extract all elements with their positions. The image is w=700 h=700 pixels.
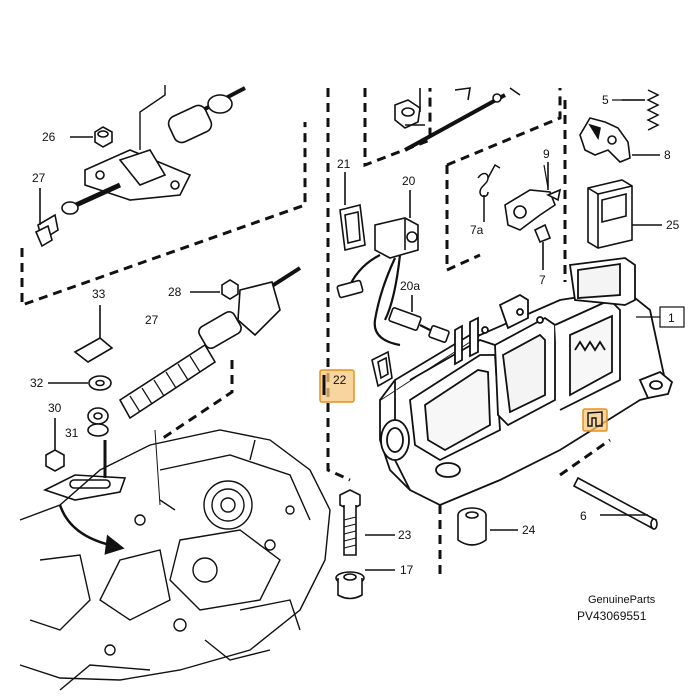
pin-6-icon xyxy=(572,476,658,530)
bushing-17-icon xyxy=(335,569,395,600)
bolt-23-icon xyxy=(339,489,395,556)
curved-arrow-icon xyxy=(58,504,125,555)
nut-28-icon xyxy=(190,279,239,300)
label-33: 33 xyxy=(92,287,106,301)
label-24: 24 xyxy=(522,523,536,537)
label-32: 32 xyxy=(30,376,44,390)
label-23: 23 xyxy=(398,528,412,542)
label-21: 21 xyxy=(337,157,351,171)
label-7a: 7a xyxy=(470,223,484,237)
label-28: 28 xyxy=(168,285,182,299)
label-6: 6 xyxy=(580,509,587,523)
bracket-21-icon xyxy=(339,172,366,251)
spring-5-icon xyxy=(622,89,660,131)
label-31: 31 xyxy=(65,426,79,440)
washer-32-icon xyxy=(48,375,112,391)
label-22: 22 xyxy=(333,373,347,387)
clip-27-icon xyxy=(34,188,53,248)
clip-22-icon xyxy=(371,350,393,388)
label-9: 9 xyxy=(543,147,550,161)
lever-9-icon xyxy=(504,162,562,270)
module-25-icon xyxy=(587,179,662,249)
switch-20-icon xyxy=(336,190,419,347)
clip-33-icon xyxy=(73,305,114,363)
nut-26-icon xyxy=(70,126,113,148)
highlight-box-22[interactable] xyxy=(319,369,355,403)
label-7: 7 xyxy=(539,273,546,287)
selector-cable-assembly xyxy=(42,266,302,501)
label-1: 1 xyxy=(668,311,675,325)
highlighted-clip-icon xyxy=(587,411,603,427)
transmission-housing xyxy=(19,429,331,691)
top-middle-parts xyxy=(394,87,521,152)
shift-housing-main xyxy=(379,257,674,506)
label-30: 30 xyxy=(48,401,62,415)
label-27-top: 27 xyxy=(32,171,46,185)
nut-30-icon xyxy=(45,418,65,472)
pawl-8-icon xyxy=(579,117,660,163)
label-8: 8 xyxy=(664,148,671,162)
label-1-box xyxy=(659,306,685,328)
label-20a: 20a xyxy=(400,279,420,293)
bushing-24-icon xyxy=(457,507,518,546)
brand-text: GenuineParts xyxy=(588,594,656,606)
label-26: 26 xyxy=(42,130,56,144)
spring-7a-icon xyxy=(477,163,501,222)
leader-lines xyxy=(543,99,660,318)
label-17: 17 xyxy=(400,563,414,577)
label-20: 20 xyxy=(402,174,416,188)
label-5: 5 xyxy=(602,93,609,107)
label-25: 25 xyxy=(666,218,680,232)
connector-20a-icon xyxy=(388,295,450,343)
diagram-code: PV43069551 xyxy=(577,609,647,623)
shift-cable-assembly xyxy=(37,85,246,242)
label-27-mid: 27 xyxy=(145,313,159,327)
